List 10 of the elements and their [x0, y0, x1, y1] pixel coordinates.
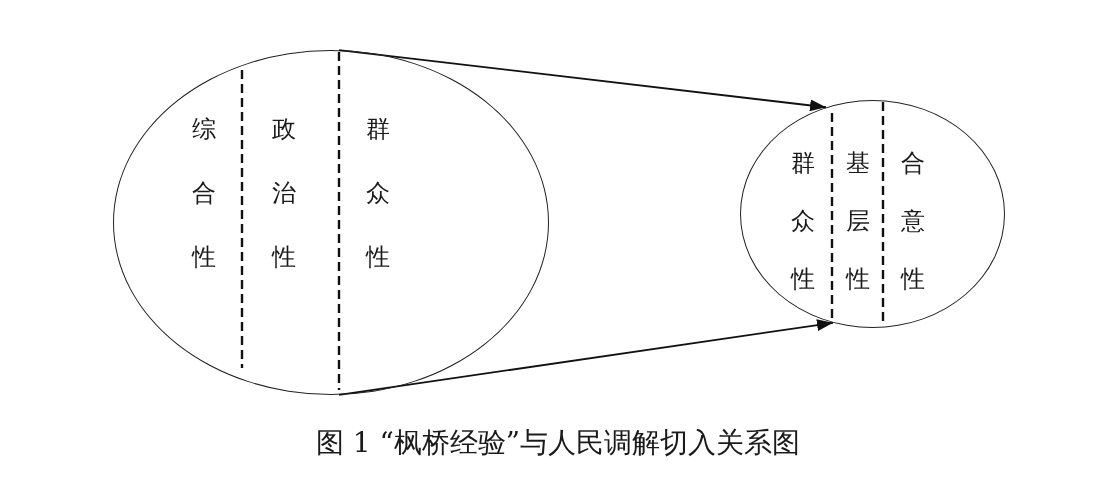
vertical-label: 群众性: [366, 114, 390, 273]
figure-caption: 图 1 “枫桥经验”与人民调解切入关系图: [315, 425, 801, 461]
vertical-label: 基层性: [846, 148, 870, 295]
vertical-label: 政治性: [272, 114, 296, 273]
vertical-label: 群众性: [791, 148, 815, 295]
arrow: [338, 319, 834, 396]
vertical-label: 合意性: [901, 148, 925, 295]
ellipse: [113, 50, 549, 395]
vertical-label: 综合性: [192, 114, 216, 273]
arrow: [338, 49, 827, 112]
